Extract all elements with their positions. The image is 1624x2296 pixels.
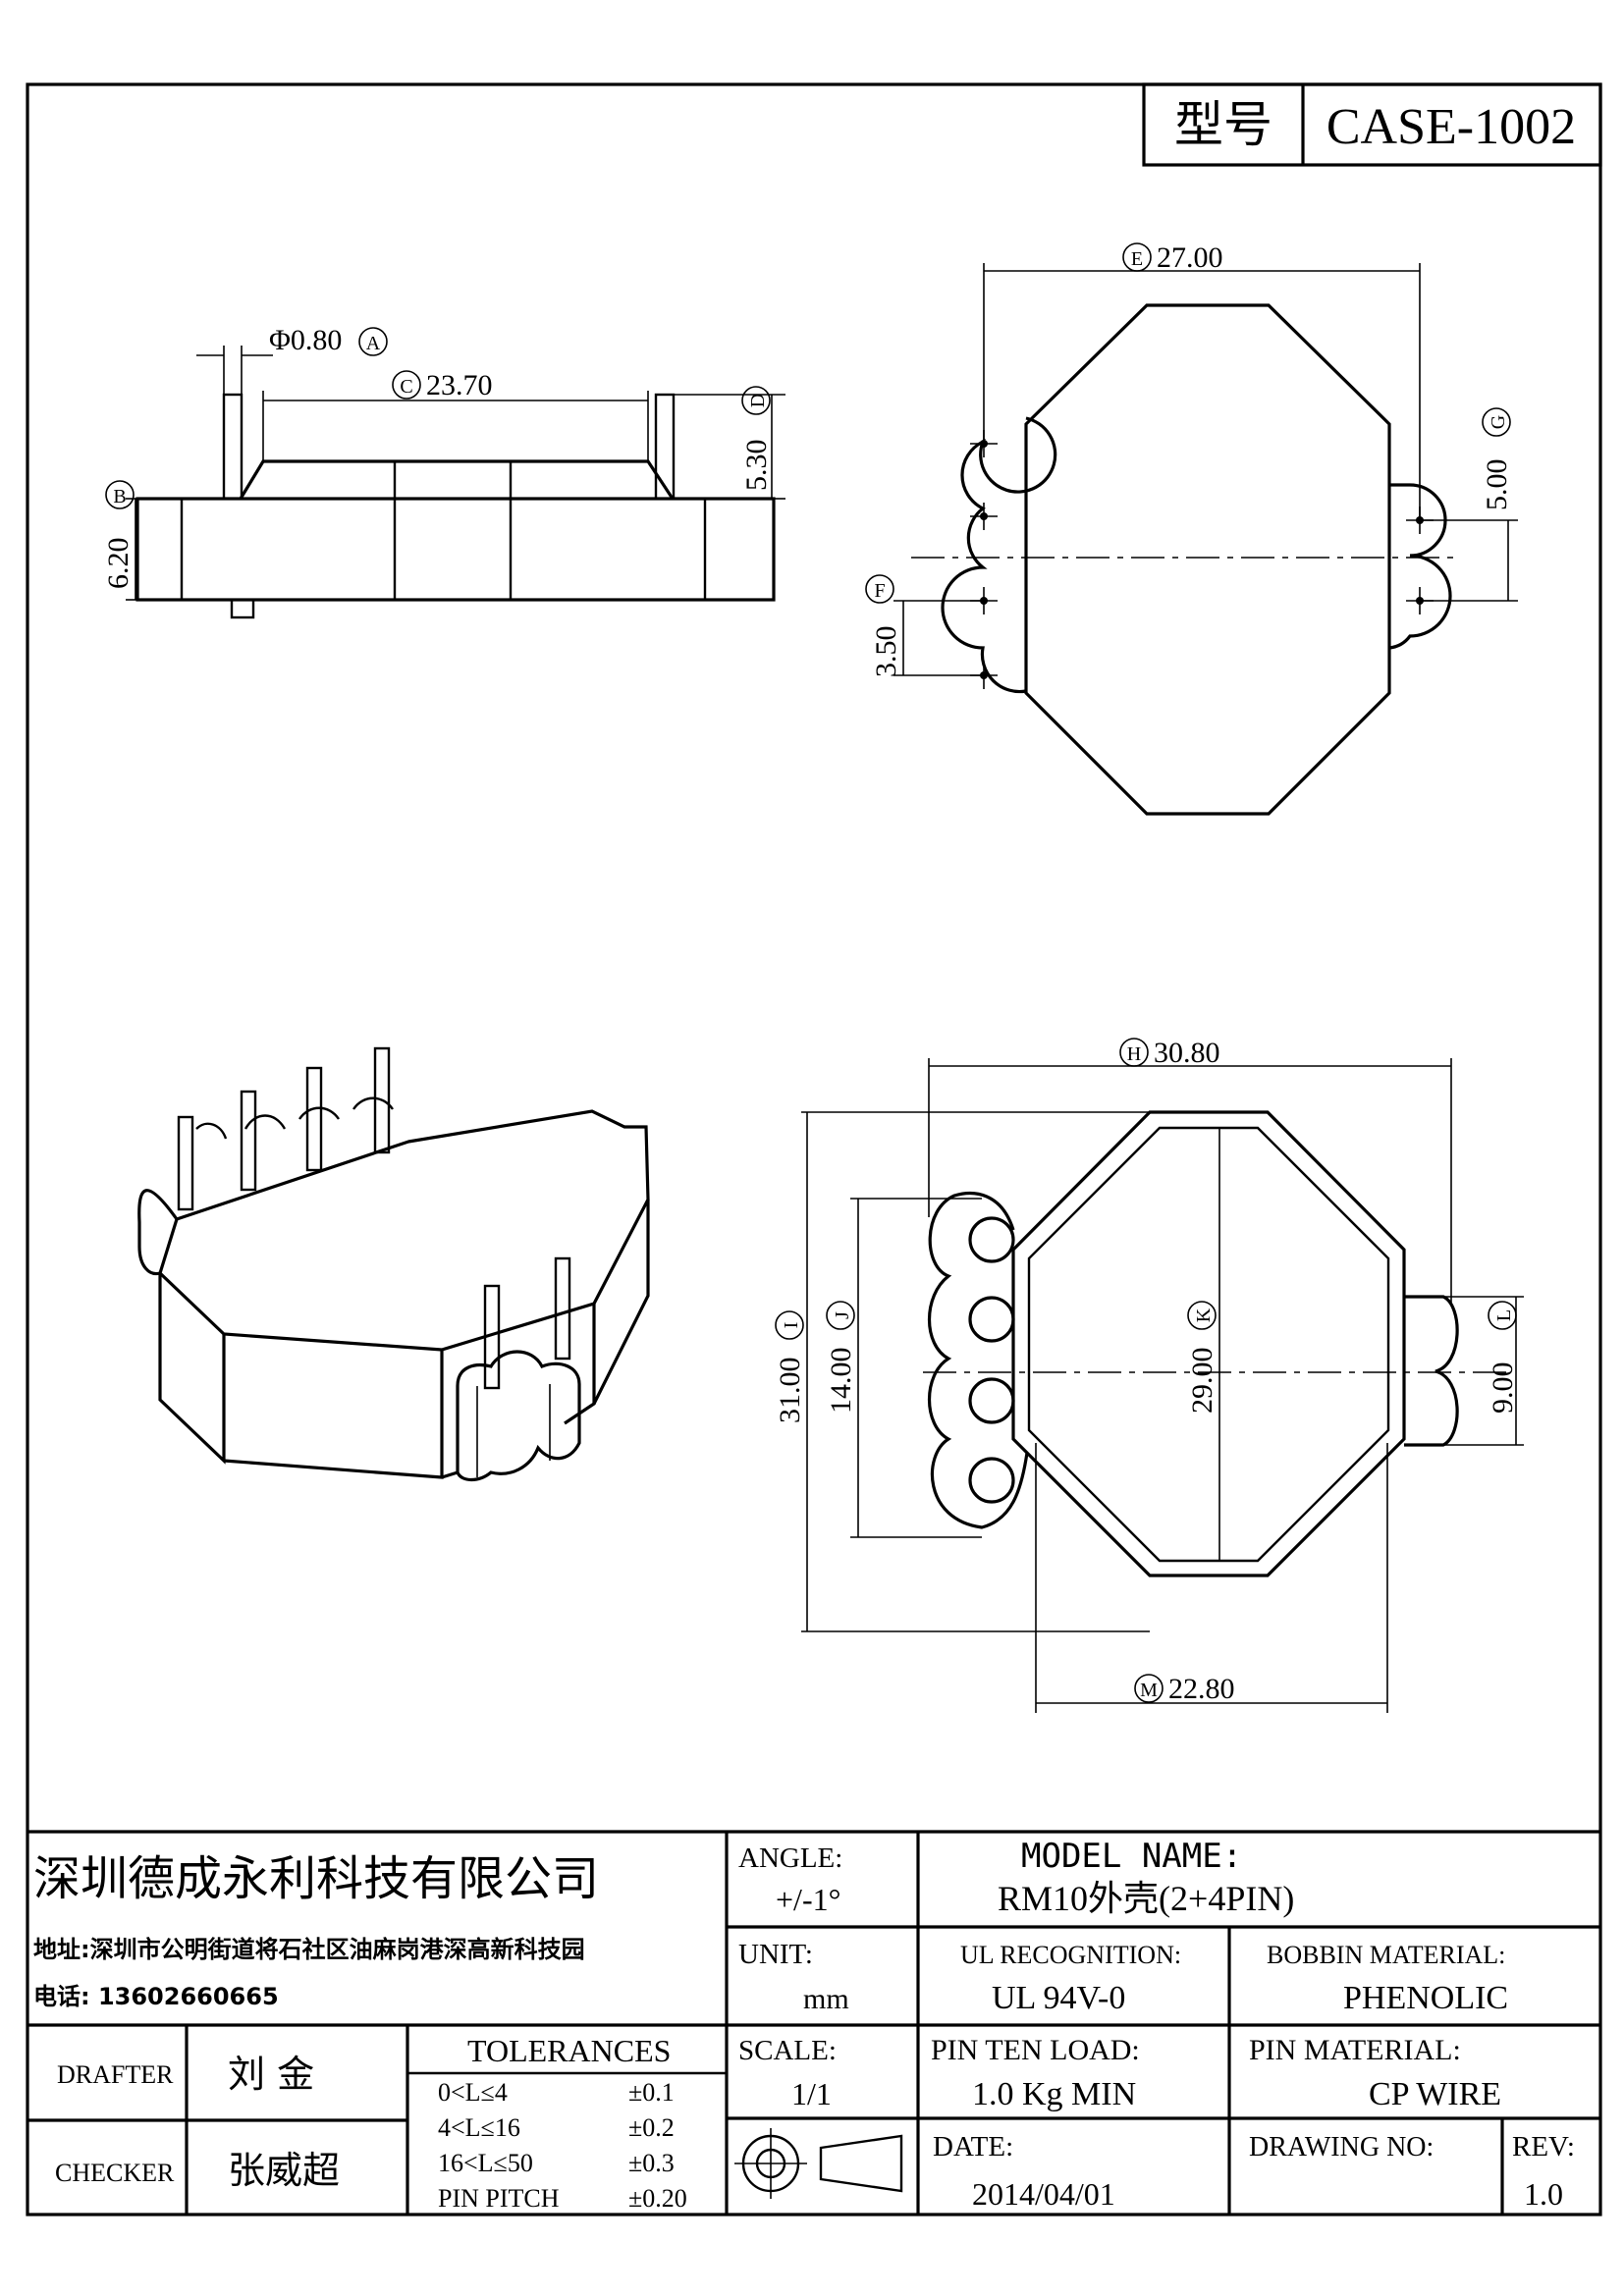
ul-label: UL RECOGNITION: bbox=[960, 1941, 1181, 1969]
pin-hole-3 bbox=[968, 1377, 1015, 1424]
title-block bbox=[27, 1830, 1600, 2215]
tag-k: K bbox=[1193, 1308, 1215, 1322]
company-phone: 电话: 13602660665 bbox=[33, 1983, 279, 2010]
model-box: 型号 CASE-1002 bbox=[1142, 82, 1602, 167]
checker-value: 张威超 bbox=[228, 2149, 340, 2192]
pin-material-label: PIN MATERIAL: bbox=[1249, 2034, 1461, 2066]
angle-value: +/-1° bbox=[776, 1882, 840, 1917]
dim-top-pitch-right: 5.00 bbox=[1481, 459, 1513, 511]
scale-value: 1/1 bbox=[791, 2076, 832, 2111]
dim-bottom-overall-height: 31.00 bbox=[774, 1358, 806, 1424]
tolerance-range: 0<L≤4 bbox=[438, 2078, 508, 2107]
model-box-value: CASE-1002 bbox=[1326, 99, 1576, 155]
pin-hole-2 bbox=[968, 1296, 1015, 1343]
tag-l: L bbox=[1493, 1309, 1515, 1321]
bottom-view: H 30.80 31.00 I 14.00 J 29.00 K bbox=[774, 1037, 1524, 1713]
dim-pin-span: 23.70 bbox=[426, 369, 493, 401]
top-view-pins bbox=[970, 430, 1434, 689]
dim-pin-diameter: Φ0.80 bbox=[269, 324, 342, 356]
tag-m: M bbox=[1140, 1680, 1158, 1701]
company-name: 深圳德成永利科技有限公司 bbox=[33, 1851, 599, 1906]
isometric-view bbox=[137, 1046, 650, 1482]
rev-value: 1.0 bbox=[1524, 2176, 1563, 2212]
tag-f: F bbox=[874, 580, 885, 602]
pin-material-value: CP WIRE bbox=[1369, 2076, 1501, 2112]
drawing-no-label: DRAWING NO: bbox=[1249, 2132, 1434, 2163]
tag-j: J bbox=[832, 1311, 853, 1319]
scale-label: SCALE: bbox=[738, 2035, 837, 2066]
drafter-label: DRAFTER bbox=[57, 2060, 174, 2089]
model-name-value: RM10外壳(2+4PIN) bbox=[998, 1879, 1294, 1918]
dim-bottom-inner-height: 29.00 bbox=[1186, 1348, 1218, 1415]
checker-label: CHECKER bbox=[55, 2159, 175, 2187]
dim-bottom-right-lobe: 9.00 bbox=[1487, 1362, 1519, 1415]
dim-pin-height: 5.30 bbox=[740, 440, 773, 492]
pin-hole-4 bbox=[968, 1457, 1015, 1504]
tolerance-table: 0<L≤4 ±0.1 4<L≤16 ±0.2 16<L≤50 ±0.3 PIN … bbox=[438, 2078, 687, 2213]
tolerance-value: ±0.2 bbox=[628, 2113, 675, 2142]
top-view: E 27.00 F 3.50 5.00 G bbox=[865, 241, 1518, 816]
tolerance-range: PIN PITCH bbox=[438, 2184, 560, 2213]
angle-label: ANGLE: bbox=[738, 1842, 842, 1874]
tag-d: D bbox=[747, 394, 769, 407]
date-label: DATE: bbox=[933, 2131, 1013, 2163]
dim-top-pitch-left: 3.50 bbox=[870, 626, 902, 678]
dim-bottom-width: 22.80 bbox=[1168, 1673, 1235, 1705]
date-value: 2014/04/01 bbox=[972, 2176, 1115, 2212]
model-box-label: 型号 bbox=[1174, 96, 1272, 153]
bobbin-material-value: PHENOLIC bbox=[1343, 1980, 1508, 2016]
side-view: Φ0.80 A C 23.70 5.30 D 6.20 B bbox=[102, 324, 785, 619]
tag-e: E bbox=[1131, 248, 1143, 270]
dim-top-width: 27.00 bbox=[1157, 241, 1223, 274]
tolerance-value: ±0.20 bbox=[628, 2184, 687, 2213]
tag-h: H bbox=[1127, 1043, 1141, 1065]
ul-value: UL 94V-0 bbox=[992, 1980, 1125, 2016]
company-address: 地址:深圳市公明街道将石社区油麻岗港深高新科技园 bbox=[33, 1936, 585, 1963]
unit-value: mm bbox=[803, 1983, 849, 2015]
tolerance-value: ±0.1 bbox=[628, 2078, 675, 2107]
rev-label: REV: bbox=[1512, 2131, 1575, 2163]
tag-c: C bbox=[400, 376, 412, 398]
dim-bottom-lobe-height: 14.00 bbox=[825, 1348, 857, 1415]
dim-body-height: 6.20 bbox=[102, 538, 135, 590]
projection-symbol-icon bbox=[734, 2128, 903, 2199]
tag-b: B bbox=[113, 486, 126, 507]
tolerance-value: ±0.3 bbox=[628, 2149, 675, 2177]
tolerances-title: TOLERANCES bbox=[467, 2033, 671, 2068]
drafter-value: 刘 金 bbox=[228, 2053, 314, 2096]
pin-load-label: PIN TEN LOAD: bbox=[931, 2034, 1140, 2066]
model-name-label: MODEL NAME: bbox=[1021, 1837, 1242, 1876]
sheet-border bbox=[26, 82, 1602, 2216]
tag-g: G bbox=[1488, 415, 1509, 429]
tolerance-range: 16<L≤50 bbox=[438, 2149, 533, 2177]
pin-load-value: 1.0 Kg MIN bbox=[972, 2076, 1136, 2112]
pin-hole-1 bbox=[968, 1216, 1015, 1263]
bobbin-material-label: BOBBIN MATERIAL: bbox=[1267, 1941, 1505, 1969]
tolerance-range: 4<L≤16 bbox=[438, 2113, 520, 2142]
unit-label: UNIT: bbox=[738, 1939, 813, 1970]
tag-i: I bbox=[781, 1322, 802, 1329]
dim-bottom-overall-width: 30.80 bbox=[1154, 1037, 1220, 1069]
tag-a: A bbox=[366, 333, 381, 354]
